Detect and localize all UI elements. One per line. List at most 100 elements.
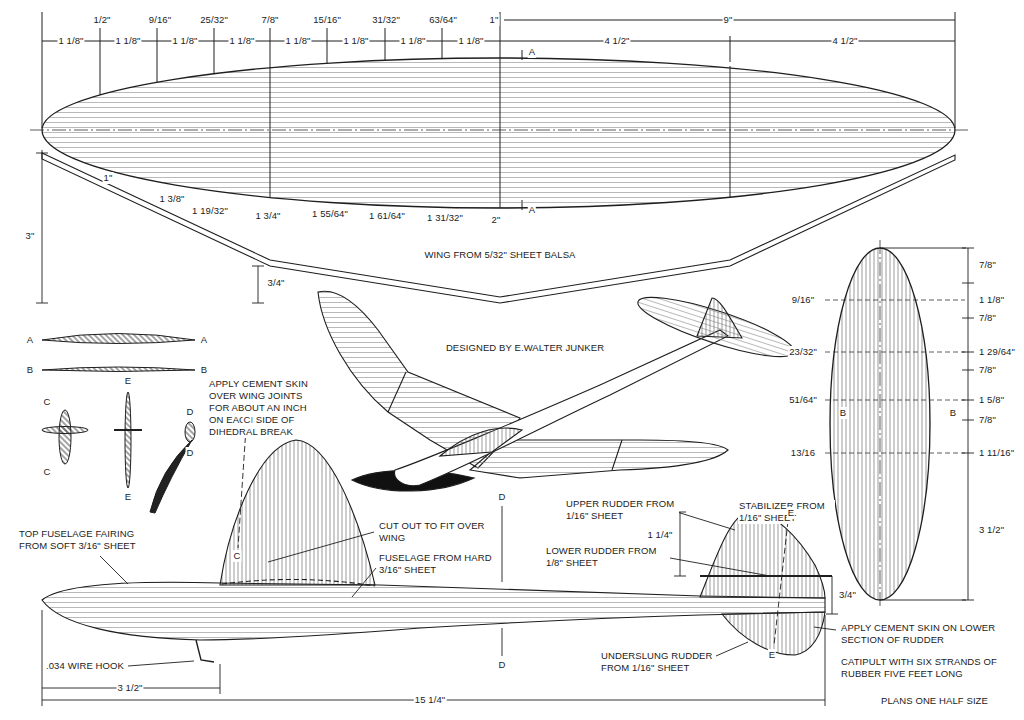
dimension-label: 9/16" <box>148 14 172 26</box>
dimension-label: 3/4" <box>267 277 286 289</box>
dimension-label: 4 1/2" <box>831 35 858 47</box>
dimension-label: 1 1/8" <box>57 35 84 47</box>
dimension-label: 1 19/32" <box>191 205 229 217</box>
dimension-label: .034 WIRE HOOK <box>45 660 125 672</box>
dimension-line <box>36 150 264 303</box>
leader-line <box>128 661 194 666</box>
dimension-label: 1 3/8" <box>158 193 185 205</box>
dimension-label: 1 61/64" <box>368 210 406 222</box>
dihedral-break <box>270 58 730 208</box>
construction-note: WING FROM 5/32" SHEET BALSA <box>423 249 576 261</box>
dimension-label: 1 1/4" <box>646 529 673 541</box>
wing-dimensions <box>42 12 955 210</box>
section-letter: E <box>124 491 132 503</box>
dimension-label: 7/8" <box>978 364 997 376</box>
dimension-label: 1 29/64" <box>978 346 1016 358</box>
section-letter: B <box>26 364 34 376</box>
station-line <box>825 300 965 453</box>
wing-outline <box>42 58 955 208</box>
dimension-label: 31/32" <box>371 14 401 26</box>
section-letter: A <box>200 334 208 346</box>
section-views <box>42 334 195 514</box>
fin <box>697 298 742 338</box>
stabilizer-plan <box>825 240 974 608</box>
perspective-sketch <box>318 286 799 491</box>
section-letter: D <box>186 406 195 418</box>
wing-section <box>42 427 88 434</box>
section-letter: C <box>233 550 242 562</box>
dihedral-joint <box>612 440 622 470</box>
airfoil-section <box>42 334 195 344</box>
dimension-label: 1 31/32" <box>426 212 464 224</box>
dimension-label: 1 1/8" <box>114 35 141 47</box>
section-letter: B <box>200 364 208 376</box>
section-letter: E <box>768 649 776 661</box>
wing-fairing <box>220 440 375 585</box>
stabilizer-section <box>114 429 142 431</box>
construction-note: APPLY CEMENT SKIN OVER WING JOINTS FOR A… <box>208 378 322 438</box>
dimension-label: 9" <box>723 14 734 26</box>
dimension-label: 1 1/8" <box>978 294 1005 306</box>
dimension-label: 1 3/4" <box>254 210 281 222</box>
section-letter: C <box>243 414 252 426</box>
dimension-label: 1 1/8" <box>284 35 311 47</box>
dimension-line <box>826 576 838 614</box>
dimension-label: 3 1/2" <box>978 524 1005 536</box>
construction-note: TOP FUSELAGE FAIRING FROM SOFT 3/16" SHE… <box>18 528 160 552</box>
section-letter: C <box>43 396 52 408</box>
stabilizer-centerline <box>880 240 881 608</box>
dimension-label: 1 1/8" <box>171 35 198 47</box>
construction-note: LOWER RUDDER FROM 1/8" SHEET <box>545 545 669 569</box>
section-letter: D <box>498 659 507 671</box>
dimension-label: 63/64" <box>428 14 458 26</box>
dimension-label: 23/32" <box>788 346 818 358</box>
section-line <box>502 506 503 656</box>
leader-line <box>352 568 376 597</box>
dimension-label: 2" <box>491 214 502 226</box>
dimension-label: 25/32" <box>199 14 229 26</box>
dimension-label: 15/16" <box>312 14 342 26</box>
dimension-label: 15 1/4" <box>414 694 447 706</box>
section-letter: C <box>43 466 52 478</box>
dimension-label: 3 1/2" <box>116 682 143 694</box>
dimension-label: 7/8" <box>978 312 997 324</box>
section-letter: E <box>124 375 132 387</box>
flat-section <box>42 367 195 372</box>
fuselage <box>395 330 728 486</box>
boom-section <box>185 422 195 442</box>
fuselage-section <box>59 410 71 464</box>
section-letter: B <box>949 407 957 419</box>
dimension-label: 13/16 <box>790 447 816 459</box>
wire-hook <box>196 640 214 662</box>
dimension-label: 1 1/8" <box>342 35 369 47</box>
construction-note: DESIGNED BY E.WALTER JUNKER <box>445 342 605 354</box>
section-letter: A <box>528 46 536 58</box>
dimension-label: 1 5/8" <box>978 394 1005 406</box>
construction-note: CATIPULT WITH SIX STRANDS OF RUBBER FIVE… <box>840 656 1020 680</box>
leader-line <box>670 558 770 576</box>
dimension-label: 1 1/8" <box>457 35 484 47</box>
dimension-label: 1" <box>489 14 500 26</box>
dimension-label: 7/8" <box>261 14 280 26</box>
dihedral-joint <box>388 372 406 412</box>
wing-fairing <box>440 428 522 456</box>
wing-cutout <box>222 579 375 586</box>
dihedral-outline <box>42 153 955 303</box>
side-view <box>42 440 832 662</box>
construction-note: APPLY CEMENT SKIN ON LOWER SECTION OF RU… <box>840 622 1020 646</box>
dimension-label: PLANS ONE HALF SIZE <box>880 695 989 707</box>
dimension-label: 1 1/8" <box>399 35 426 47</box>
dimension-label: 1 55/64" <box>311 208 349 220</box>
section-line <box>774 521 788 645</box>
construction-note: UNDERSLUNG RUDDER FROM 1/16" SHEET <box>600 650 714 674</box>
dimension-label: 1 1/8" <box>228 35 255 47</box>
section-letter: D <box>186 447 195 459</box>
dimension-label: 9/16" <box>791 294 815 306</box>
wing-plan <box>30 58 970 208</box>
section-letter: D <box>498 491 507 503</box>
wing-front-view <box>36 150 955 303</box>
leader-line <box>677 512 735 530</box>
section-letter: E <box>787 507 795 519</box>
